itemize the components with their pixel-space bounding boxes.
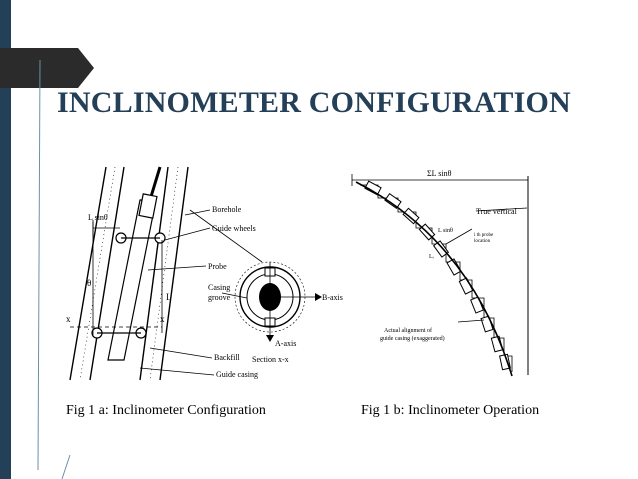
label-casing: Casing: [208, 283, 230, 292]
label-section: Section x-x: [252, 355, 289, 364]
label-backfill: Backfill: [214, 353, 241, 362]
probe-top-cap: [138, 193, 158, 219]
actual-casing-curve: [355, 181, 513, 377]
slide-title: INCLINOMETER CONFIGURATION: [57, 86, 571, 119]
label-groove: groove: [208, 293, 231, 302]
label-sum: ΣL sinθ: [427, 169, 452, 178]
label-b-axis: B-axis: [322, 293, 343, 302]
label-li: Lᵢ: [429, 254, 434, 260]
label-probe-location-2: location: [474, 239, 491, 244]
label-guide-casing: Guide casing: [216, 370, 258, 379]
deco-diagonal-line: [37, 59, 41, 471]
label-lsin: L sinθ: [88, 213, 108, 222]
title-arrow-banner: [0, 48, 94, 88]
label-a-axis: A-axis: [275, 339, 296, 348]
casing-wall-left: [89, 166, 125, 381]
label-theta: θ: [87, 278, 91, 288]
caption-fig-1b: Fig 1 b: Inclinometer Operation: [361, 403, 540, 418]
label-actual-2: guide casing (exaggerated): [380, 335, 445, 342]
label-probe-location-1: i th probe: [474, 233, 494, 238]
borehole-wall-right: [159, 166, 189, 381]
label-true-vertical: True vertical: [476, 207, 518, 216]
borehole-wall-left: [69, 166, 107, 381]
left-accent-bar: [0, 0, 11, 479]
label-borehole: Borehole: [212, 205, 242, 214]
deco-diagonal-line-2: [61, 454, 71, 479]
label-actual-1: Actual alignment of: [384, 327, 432, 334]
label-probe: Probe: [208, 262, 227, 271]
caption-fig-1a: Fig 1 a: Inclinometer Configuration: [66, 403, 266, 418]
label-l: L: [166, 292, 172, 302]
label-guide-wheels: Guide wheels: [212, 224, 256, 233]
probe-cable: [148, 166, 162, 201]
label-x-left: x: [66, 314, 71, 324]
label-x-right: x: [160, 314, 165, 324]
label-lisin: L sinθ: [438, 228, 453, 234]
casing-wall-right: [139, 166, 169, 381]
